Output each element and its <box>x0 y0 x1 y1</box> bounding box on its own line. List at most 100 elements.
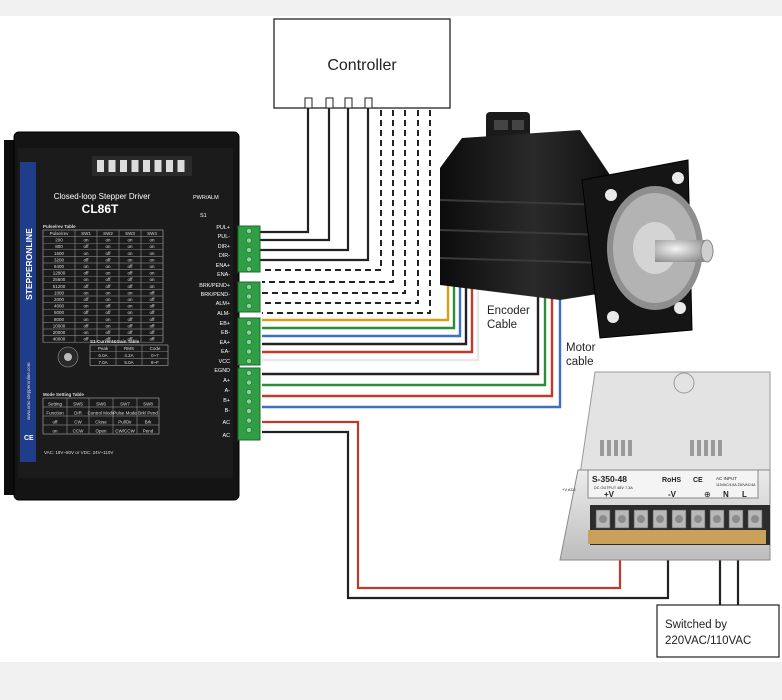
table-header-cell: SW2 <box>103 231 113 236</box>
table-cell: on <box>127 310 133 315</box>
terminal-label: EA+ <box>220 340 230 346</box>
table-cell: off <box>106 304 112 309</box>
mains-line-2: 220VAC/110VAC <box>665 635 751 647</box>
terminal-label: PUL+ <box>216 225 230 231</box>
table-cell: off <box>106 251 112 256</box>
terminal-label: ALM- <box>217 311 230 317</box>
table-cell: on <box>127 238 133 243</box>
table-header-cell: SW1 <box>81 231 91 236</box>
encoder-wire <box>262 258 474 354</box>
psu-terminal-pv: +V <box>604 490 615 499</box>
table-cell: on <box>127 290 133 295</box>
terminal-label: BRK/PEND+ <box>199 283 230 289</box>
table-cell: 7.0A <box>98 360 107 365</box>
table-cell: on <box>127 304 133 309</box>
psu-terminal-l: L <box>742 490 747 499</box>
motor-phase-wire <box>262 290 562 409</box>
psu-positive-wire <box>262 420 622 590</box>
psu-ce: CE <box>693 477 703 484</box>
table-cell: on <box>127 257 133 262</box>
table-cell: off <box>84 257 90 262</box>
wiring-group <box>260 108 740 605</box>
controller-optional-wire <box>262 110 406 294</box>
driver-subtitle: Closed-loop Stepper Driver <box>54 192 151 201</box>
motor-cable-label-2: cable <box>566 356 594 368</box>
psu-terminal-n: N <box>723 490 729 499</box>
terminal-label: A+ <box>223 378 230 384</box>
table-cell: 4.2A <box>124 353 133 358</box>
terminal-label: EGND <box>214 368 230 374</box>
table-cell: on <box>149 251 155 256</box>
table-cell: on <box>149 244 155 249</box>
mains-line-1: Switched by <box>665 619 727 631</box>
driver-status-label: PWR/ALM <box>193 195 219 201</box>
table-cell: off <box>150 310 156 315</box>
table-cell: on <box>127 297 133 302</box>
table-cell: on <box>105 244 111 249</box>
table-cell: off <box>150 337 156 342</box>
terminal-label: EA- <box>221 349 230 355</box>
table-cell: on <box>83 304 89 309</box>
table-cell: off <box>150 304 156 309</box>
psu-rohs: RoHS <box>662 477 681 484</box>
psu-model: S-350-48 <box>592 474 627 484</box>
table-cell: 1000 <box>54 290 65 295</box>
table-cell: Brk <box>145 419 153 424</box>
table-cell: off <box>150 330 156 335</box>
table-header-cell: SW6 <box>96 401 106 406</box>
encoder-wire <box>262 258 480 362</box>
controller-optional-wire <box>262 110 382 271</box>
terminal-label: AC <box>223 433 231 439</box>
table-header-cell: Pulse/rev <box>50 231 70 236</box>
table-cell: CCW <box>73 428 84 433</box>
controller-signal-wire <box>260 108 310 234</box>
table-cell: 51200 <box>53 284 66 289</box>
pulse-table-title: Pulse/rev Table <box>43 224 76 229</box>
current-table-title: S1-Current&Gain Table <box>90 339 140 344</box>
psu-ac-input: AC INPUT <box>716 476 737 481</box>
table-cell: 0~7 <box>151 353 159 358</box>
table-cell: on <box>149 238 155 243</box>
table-cell: Brk/ Pend <box>138 410 158 415</box>
table-cell: 800 <box>55 244 63 249</box>
terminal-label: ENA- <box>217 272 230 278</box>
table-cell: off <box>84 244 90 249</box>
table-cell: off <box>128 317 134 322</box>
terminal-label: A- <box>225 388 231 394</box>
table-cell: off <box>106 330 112 335</box>
table-cell: on <box>83 264 89 269</box>
table-header-cell: Peak <box>98 346 109 351</box>
table-header-cell: Setting <box>48 401 63 406</box>
psu-dc-output: DC OUTPUT 48V 7.3A <box>594 486 633 490</box>
table-cell: 6400 <box>54 264 65 269</box>
table-cell: off <box>106 257 112 262</box>
motor-phase-wire <box>262 290 547 387</box>
table-cell: off <box>128 337 134 342</box>
table-cell: off <box>106 310 112 315</box>
table-cell: off <box>84 310 90 315</box>
table-cell: on <box>105 264 111 269</box>
motor-phase-wire <box>262 290 540 376</box>
controller-optional-wire <box>262 110 394 283</box>
dip-switch <box>97 160 104 172</box>
table-cell: off <box>106 284 112 289</box>
dip-switch <box>177 160 185 172</box>
table-cell: on <box>149 277 155 282</box>
table-cell: on <box>149 264 155 269</box>
table-cell: off <box>150 323 156 328</box>
table-cell: on <box>105 290 111 295</box>
table-cell: 2000 <box>54 297 65 302</box>
table-cell: off <box>128 264 134 269</box>
table-cell: on <box>149 284 155 289</box>
table-cell: 3200 <box>54 257 65 262</box>
table-header-cell: SW8 <box>143 401 153 406</box>
encoder-cable-label-2: Cable <box>487 319 517 331</box>
table-cell: CW <box>74 419 82 424</box>
power-supply: S-350-48 RoHS CE AC INPUT 115VAC/4.8A 23… <box>559 371 771 561</box>
driver-ce-mark: CE <box>24 435 34 442</box>
table-header-cell: SW7 <box>120 401 130 406</box>
table-cell: 25600 <box>53 277 66 282</box>
psu-ac-input-detail: 115VAC/4.8A 230VAC/4A <box>716 483 756 487</box>
